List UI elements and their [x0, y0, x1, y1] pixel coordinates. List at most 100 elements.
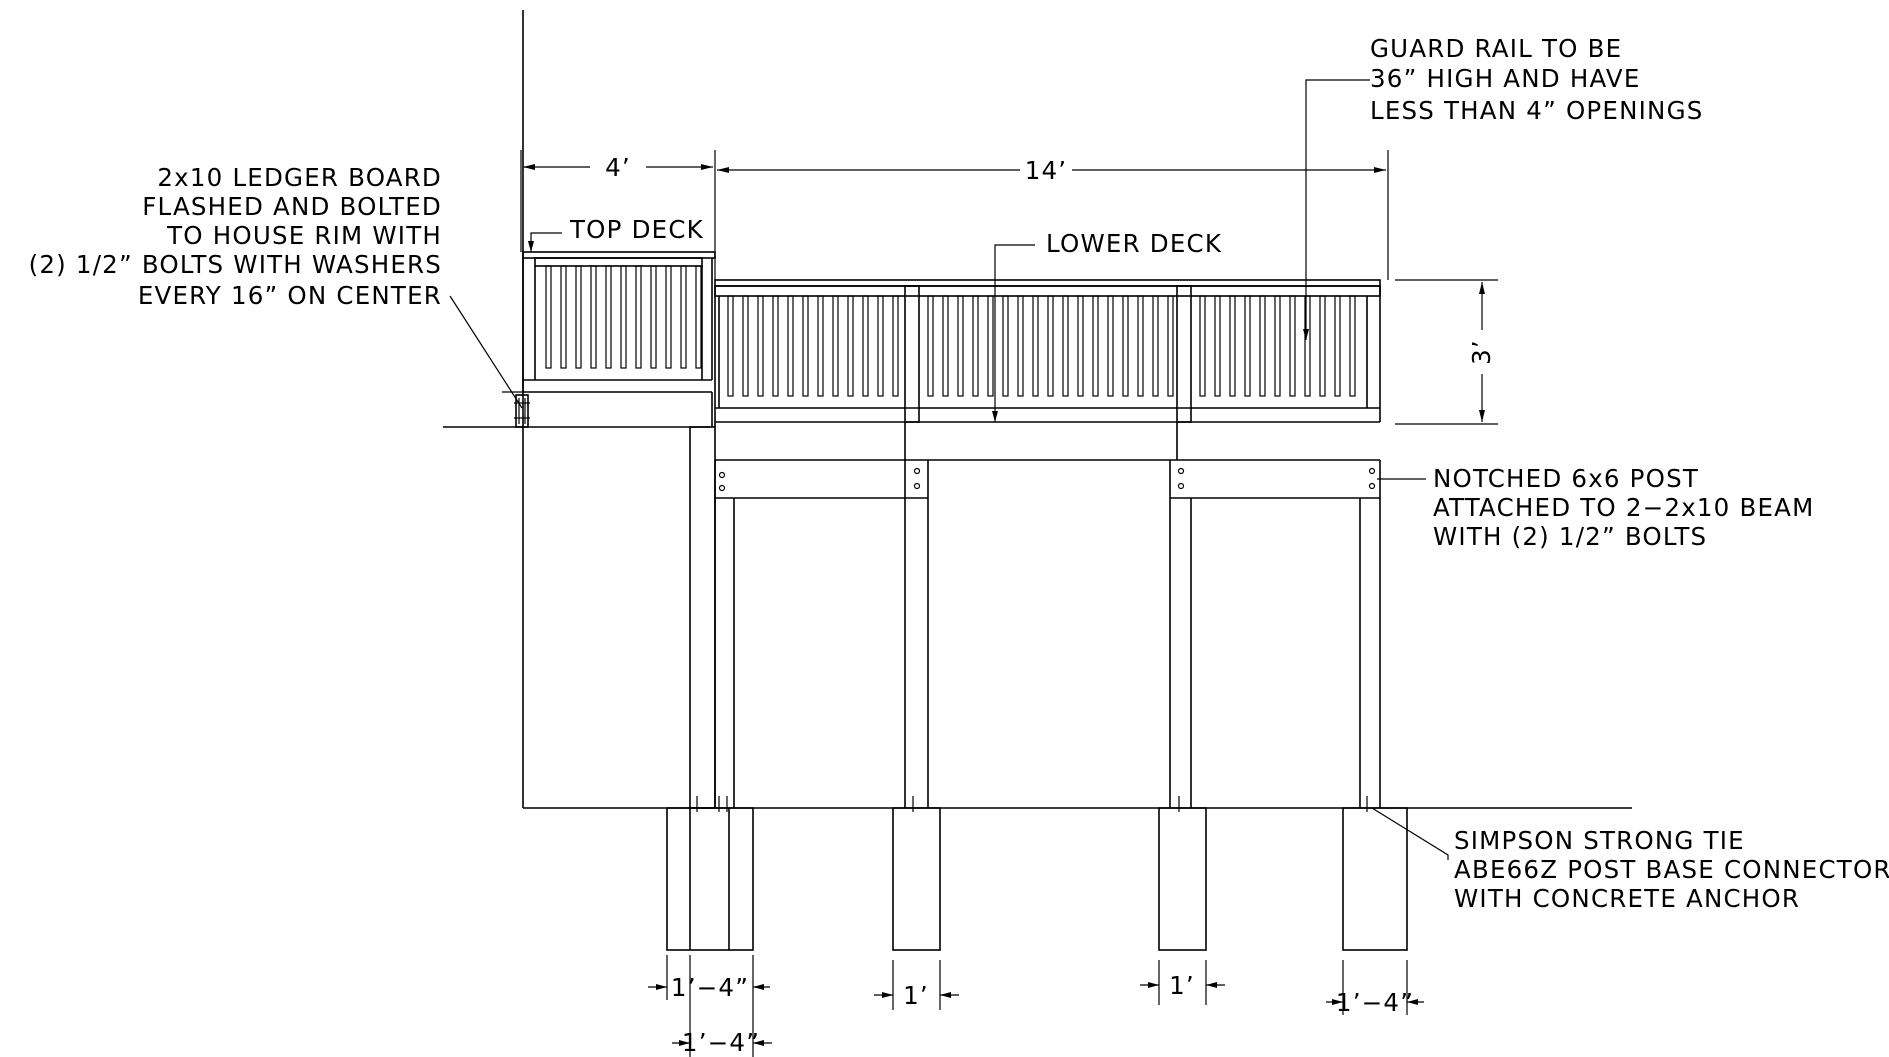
baluster — [972, 295, 979, 397]
baluster — [1107, 295, 1114, 397]
footing-2 — [892, 807, 941, 951]
baluster — [757, 295, 764, 397]
baluster — [892, 295, 899, 397]
dim-footing-2: 1’ — [903, 981, 929, 1010]
baluster — [942, 295, 949, 397]
baluster — [862, 295, 869, 397]
baluster — [665, 265, 672, 369]
baluster — [1259, 295, 1266, 397]
baluster — [650, 265, 657, 369]
baluster — [1017, 295, 1024, 397]
top-deck-leader — [530, 232, 562, 252]
svg-text:WITH CONCRETE ANCHOR: WITH CONCRETE ANCHOR — [1454, 884, 1800, 913]
lower-deck-rail-cap — [714, 279, 1381, 287]
svg-text:LESS THAN 4” OPENINGS: LESS THAN 4” OPENINGS — [1370, 96, 1704, 125]
dim-footing-1-total: 1’−4” — [682, 1028, 760, 1057]
beam — [715, 422, 1380, 499]
notes: 2x10 LEDGER BOARD FLASHED AND BOLTED TO … — [29, 34, 1889, 913]
baluster — [877, 295, 884, 397]
leaders — [449, 79, 1449, 860]
svg-text:2x10 LEDGER BOARD: 2x10 LEDGER BOARD — [157, 163, 442, 192]
baluster — [590, 265, 597, 369]
baluster — [635, 265, 642, 369]
baluster — [1122, 295, 1129, 397]
post-note: NOTCHED 6x6 POST ATTACHED TO 2−2x10 BEAM… — [1433, 464, 1814, 551]
lower-deck-balusters — [727, 295, 1356, 397]
baluster — [575, 265, 582, 369]
baluster — [1062, 295, 1069, 397]
connector-note: SIMPSON STRONG TIE ABE66Z POST BASE CONN… — [1454, 826, 1889, 913]
dim-rail-height: 3’ — [1467, 339, 1496, 365]
baluster — [605, 265, 612, 369]
baluster — [1077, 295, 1084, 397]
baluster — [620, 265, 627, 369]
svg-text:TO HOUSE RIM WITH: TO HOUSE RIM WITH — [166, 221, 442, 250]
baluster — [1319, 295, 1326, 397]
svg-text:WITH (2) 1/2” BOLTS: WITH (2) 1/2” BOLTS — [1433, 522, 1707, 551]
post-1-left — [689, 426, 716, 809]
bolt — [1177, 482, 1185, 490]
connector-leader — [1371, 807, 1449, 860]
posts — [689, 426, 1381, 812]
svg-text:ABE66Z POST BASE CONNECTOR: ABE66Z POST BASE CONNECTOR — [1454, 855, 1889, 884]
svg-text:EVERY 16” ON CENTER: EVERY 16” ON CENTER — [138, 281, 442, 310]
baluster — [847, 295, 854, 397]
top-deck-rail-cap — [522, 251, 716, 259]
baluster — [787, 295, 794, 397]
baluster — [1002, 295, 1009, 397]
footings — [666, 807, 1408, 951]
baluster — [727, 295, 734, 397]
baluster — [1349, 295, 1356, 397]
baluster — [1244, 295, 1251, 397]
dim-lower-deck-width: 14’ — [1025, 156, 1068, 185]
baluster — [742, 295, 749, 397]
bolt — [1368, 467, 1376, 475]
svg-text:(2) 1/2” BOLTS WITH WASHERS: (2) 1/2” BOLTS WITH WASHERS — [29, 250, 442, 279]
dim-footing-1-post: 1’−4” — [671, 973, 749, 1002]
guard-rail-note: GUARD RAIL TO BE 36” HIGH AND HAVE LESS … — [1370, 34, 1704, 125]
baluster — [1289, 295, 1296, 397]
footing-3 — [1158, 807, 1207, 951]
bolt — [718, 471, 726, 479]
bolt — [1368, 482, 1376, 490]
baluster — [1152, 295, 1159, 397]
lower-deck-label: LOWER DECK — [1046, 229, 1222, 258]
footing-4 — [1342, 807, 1408, 951]
svg-text:36” HIGH AND HAVE: 36” HIGH AND HAVE — [1370, 64, 1641, 93]
baluster — [1199, 295, 1206, 397]
dim-footing-3: 1’ — [1169, 971, 1195, 1000]
rail-post-2 — [1176, 285, 1192, 423]
guard-rail-leader — [1305, 79, 1370, 340]
bolt — [1177, 467, 1185, 475]
baluster — [1032, 295, 1039, 397]
top-deck-label: TOP DECK — [569, 215, 704, 244]
baluster — [1274, 295, 1281, 397]
ledger-leader — [449, 295, 523, 409]
bolt — [913, 467, 921, 475]
rail-post-1 — [904, 285, 920, 423]
baluster — [832, 295, 839, 397]
baluster — [1137, 295, 1144, 397]
baluster — [817, 295, 824, 397]
baluster — [1092, 295, 1099, 397]
baluster — [1167, 295, 1174, 397]
baluster — [1334, 295, 1341, 397]
svg-text:GUARD RAIL TO BE: GUARD RAIL TO BE — [1370, 34, 1622, 63]
dim-top-deck-width: 4’ — [605, 153, 631, 182]
svg-text:ATTACHED TO 2−2x10 BEAM: ATTACHED TO 2−2x10 BEAM — [1433, 493, 1814, 522]
baluster — [987, 295, 994, 397]
ledger-board-section — [515, 394, 529, 428]
baluster — [802, 295, 809, 397]
ledger-note: 2x10 LEDGER BOARD FLASHED AND BOLTED TO … — [29, 163, 442, 310]
bolt — [718, 484, 726, 492]
baluster — [1229, 295, 1236, 397]
svg-text:NOTCHED 6x6 POST: NOTCHED 6x6 POST — [1433, 464, 1699, 493]
svg-text:SIMPSON STRONG TIE: SIMPSON STRONG TIE — [1454, 826, 1745, 855]
baluster — [927, 295, 934, 397]
lower-deck-leader — [994, 244, 1035, 422]
baluster — [560, 265, 567, 369]
lower-deck-top-rail — [714, 285, 1381, 297]
lower-deck-railing — [714, 279, 1381, 427]
top-deck-railing — [522, 251, 716, 427]
